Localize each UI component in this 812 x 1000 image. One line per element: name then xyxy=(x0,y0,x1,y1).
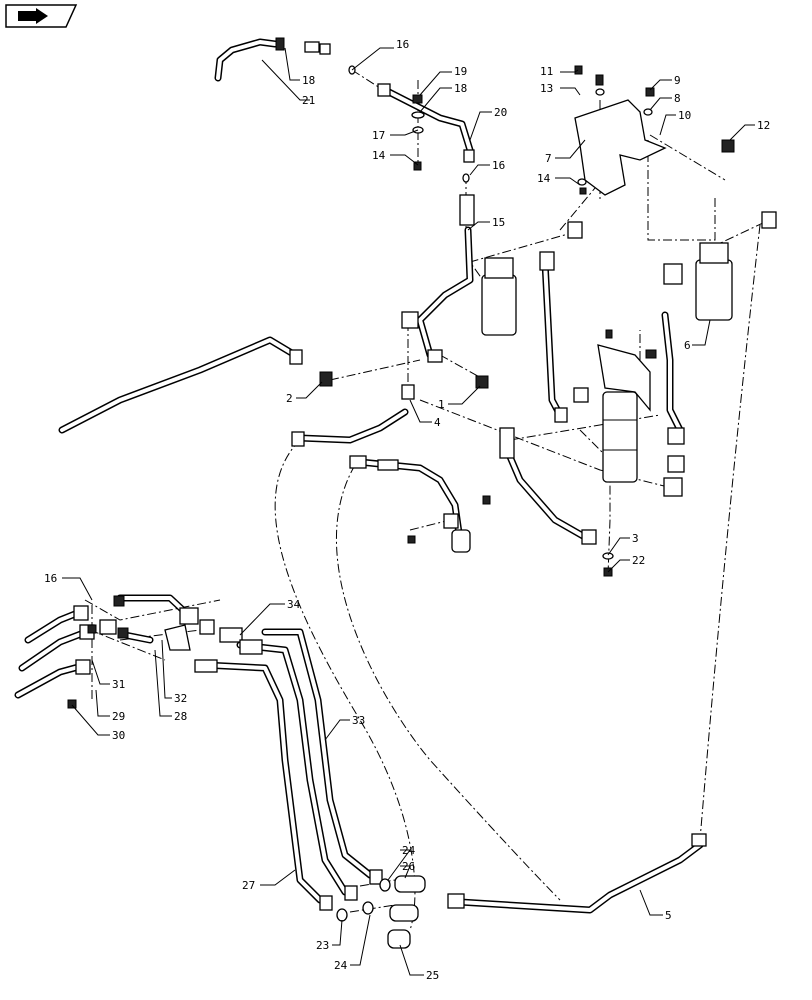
callout-14a: 14 xyxy=(372,149,386,162)
callout-3: 3 xyxy=(632,532,639,545)
callout-24a: 24 xyxy=(402,844,416,857)
callout-27: 27 xyxy=(242,879,255,892)
callout-1: 1 xyxy=(438,398,445,411)
callout-11: 11 xyxy=(540,65,553,78)
callout-16b: 16 xyxy=(492,159,505,172)
callout-28: 28 xyxy=(174,710,187,723)
callout-33: 33 xyxy=(352,714,365,727)
callout-18b: 18 xyxy=(454,82,467,95)
callout-5: 5 xyxy=(665,909,672,922)
callout-25: 25 xyxy=(426,969,439,982)
callout-14b: 14 xyxy=(537,172,551,185)
callout-22: 22 xyxy=(632,554,645,567)
callout-10: 10 xyxy=(678,109,691,122)
callout-26: 26 xyxy=(402,860,415,873)
arrow-icon[interactable] xyxy=(5,4,78,28)
callout-4: 4 xyxy=(434,416,441,429)
callout-7: 7 xyxy=(545,152,552,165)
callout-32: 32 xyxy=(174,692,187,705)
callout-labels: 16 18 21 19 18 17 14 20 16 15 11 13 9 8 … xyxy=(44,38,770,982)
callout-19: 19 xyxy=(454,65,467,78)
callout-30: 30 xyxy=(112,729,125,742)
callout-21: 21 xyxy=(302,94,315,107)
callout-15: 15 xyxy=(492,216,505,229)
callout-20: 20 xyxy=(494,106,507,119)
callout-29: 29 xyxy=(112,710,125,723)
callout-16c: 16 xyxy=(44,572,57,585)
callout-9: 9 xyxy=(674,74,681,87)
callout-12: 12 xyxy=(757,119,770,132)
callout-24b: 24 xyxy=(334,959,348,972)
callout-23: 23 xyxy=(316,939,329,952)
callout-34: 34 xyxy=(287,598,301,611)
callout-6: 6 xyxy=(684,339,691,352)
callout-17: 17 xyxy=(372,129,385,142)
callout-2: 2 xyxy=(286,392,293,405)
callout-31: 31 xyxy=(112,678,125,691)
callout-8: 8 xyxy=(674,92,681,105)
fittings xyxy=(67,37,777,949)
callout-16a: 16 xyxy=(396,38,409,51)
leader-lines xyxy=(62,47,755,976)
callout-18a: 18 xyxy=(302,74,315,87)
callout-13: 13 xyxy=(540,82,553,95)
assembly-lines xyxy=(84,69,766,931)
